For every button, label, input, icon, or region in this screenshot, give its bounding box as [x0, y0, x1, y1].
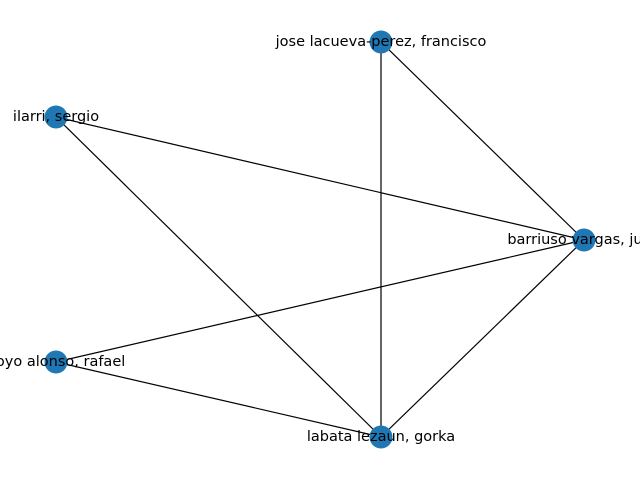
nodes-layer [44, 30, 596, 449]
node-hoyo [44, 350, 68, 374]
labels-layer: jose lacueva-perez, francisco ilarri, ser… [0, 34, 640, 445]
node-label-hoyo: hoyo alonso, rafael [0, 354, 125, 370]
edge-jose-barriuso [380, 41, 585, 241]
node-label-barriuso: barriuso vargas, juan [507, 232, 640, 248]
edge-ilarri-barriuso [55, 116, 585, 241]
node-jose [369, 30, 393, 54]
edge-ilarri-labata [55, 116, 382, 438]
node-labata [369, 425, 393, 449]
node-barriuso [572, 228, 596, 252]
edges-layer [55, 41, 585, 438]
edge-hoyo-labata [55, 361, 382, 438]
node-ilarri [44, 105, 68, 129]
node-label-jose: jose lacueva-perez, francisco [275, 34, 487, 50]
edge-barriuso-hoyo [55, 239, 585, 363]
node-label-ilarri: ilarri, sergio [13, 109, 99, 125]
edge-barriuso-labata [380, 239, 585, 438]
node-label-labata: labata lezaun, gorka [307, 429, 455, 445]
